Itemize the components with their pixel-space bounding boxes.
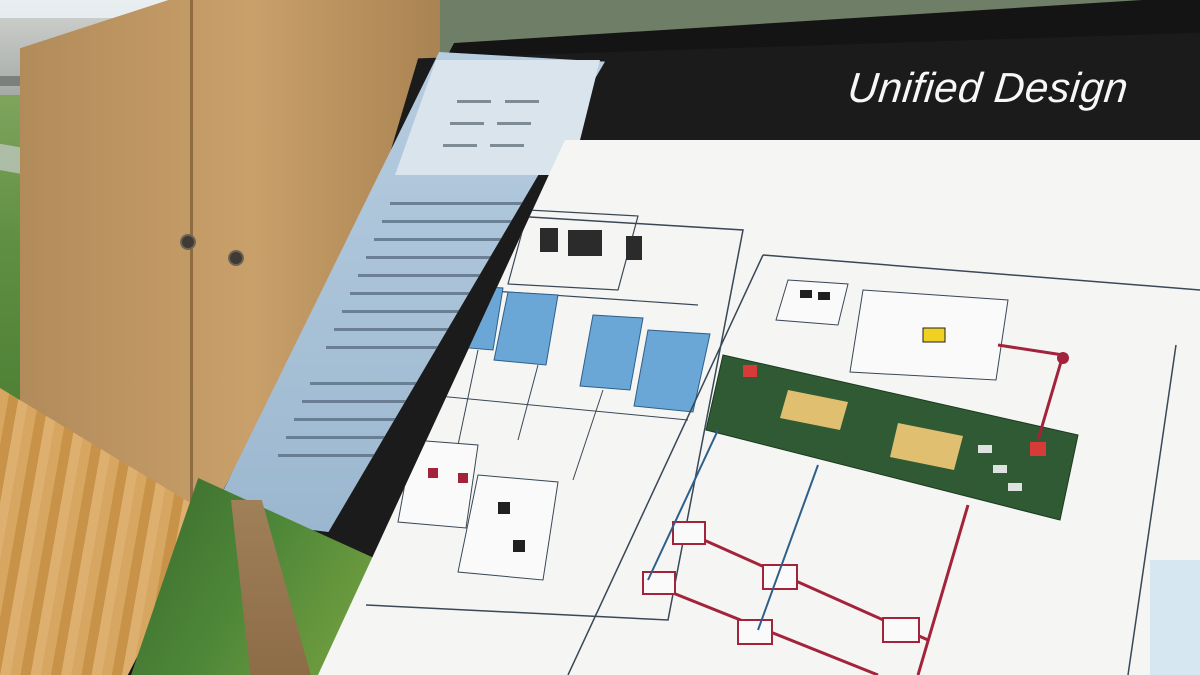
component-chip-icon [890, 423, 963, 470]
text-line [390, 202, 540, 205]
blue-module [579, 314, 644, 391]
wire [457, 349, 479, 446]
component-chip-icon [800, 290, 812, 298]
text-line [286, 436, 441, 439]
switch-box [882, 617, 920, 643]
text-line [374, 238, 544, 241]
text-line [342, 310, 514, 313]
component-chip-icon [818, 292, 830, 300]
page-title: Unified Design [845, 64, 1131, 111]
switch-box [642, 571, 676, 595]
text-line [302, 400, 462, 403]
cabinet-knob-icon [230, 252, 242, 264]
switch-box [737, 619, 773, 645]
table-cell [497, 122, 531, 125]
component-chip-icon [568, 230, 602, 256]
component-chip-icon [513, 540, 525, 552]
component-chip-icon [428, 468, 438, 478]
edge-panel [1150, 560, 1200, 675]
wire [757, 464, 819, 631]
right-frame-left [567, 254, 764, 675]
text-line [358, 274, 533, 277]
wire [517, 364, 539, 441]
component-chip-icon [458, 473, 468, 483]
wire [572, 389, 604, 481]
component-chip-icon [498, 502, 510, 514]
text-line [334, 328, 502, 331]
grid-block [397, 439, 479, 529]
component-chip-icon [978, 445, 992, 453]
control-box [775, 279, 849, 326]
text-line [294, 418, 444, 421]
switch-box [672, 521, 706, 545]
cabinet-knob-icon [182, 236, 194, 248]
left-frame [365, 214, 744, 621]
table-cell [457, 100, 491, 103]
table-cell [490, 144, 524, 147]
component-chip-icon [743, 365, 757, 377]
right-frame-top [762, 254, 1200, 291]
text-line [326, 346, 496, 349]
grid-block [457, 474, 559, 581]
text-line [350, 292, 520, 295]
feeder-line [916, 504, 970, 675]
cabinet-seam [190, 0, 193, 541]
text-line [278, 454, 428, 457]
blue-module [493, 291, 559, 366]
right-frame-edge [1127, 344, 1177, 675]
table-cell [505, 100, 539, 103]
component-chip-icon [993, 465, 1007, 473]
top-block [507, 209, 639, 291]
component-chip-icon [540, 228, 558, 252]
junction-dot [1057, 352, 1069, 364]
wire [647, 429, 719, 581]
component-chip-icon [1008, 483, 1022, 491]
blue-module [633, 329, 711, 413]
switch-box [762, 564, 798, 590]
component-chip-icon [626, 236, 642, 260]
text-line [310, 382, 460, 385]
table-cell [443, 144, 477, 147]
text-line [366, 256, 538, 259]
text-line [382, 220, 547, 223]
component-chip-icon [922, 327, 946, 343]
circuit-board [705, 354, 1079, 521]
component-chip-icon [1030, 442, 1046, 456]
table-cell [450, 122, 484, 125]
wire [427, 394, 689, 421]
component-chip-icon [780, 390, 848, 430]
